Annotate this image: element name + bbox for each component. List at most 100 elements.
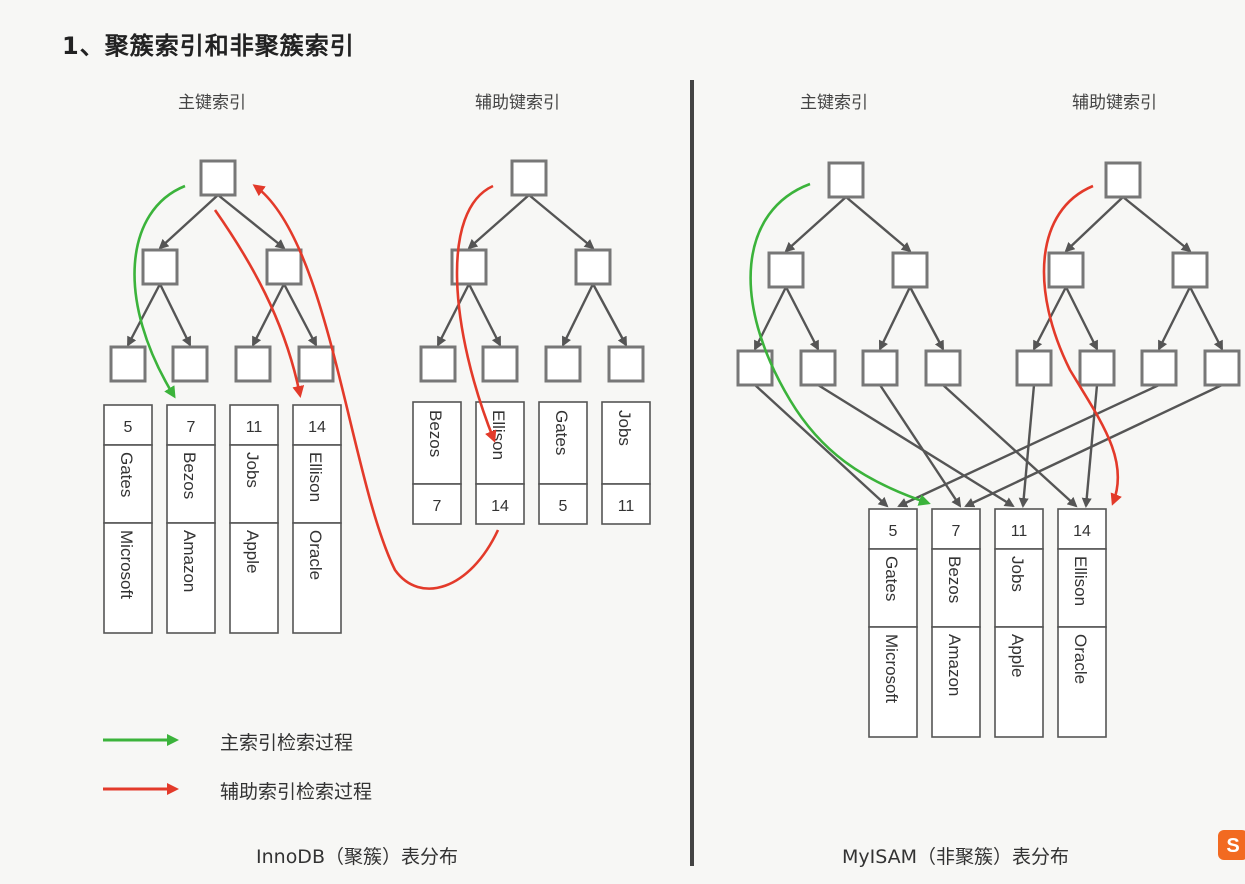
- innodb-secondary-leaf-node: [607, 345, 645, 383]
- innodb-secondary-records: Bezos 7 Ellison 14 Gates 5 Jobs 11: [412, 401, 651, 525]
- record-company: Oracle: [306, 530, 325, 580]
- innodb-primary-leaf-node: [234, 345, 272, 383]
- record-name: Ellison: [306, 452, 325, 502]
- legend-secondary-label: 辅助索引检索过程: [220, 781, 373, 803]
- myisam-primary-leaf-node: [861, 349, 899, 387]
- innodb-record-7: 7 Bezos Amazon: [166, 404, 216, 634]
- record-name: Jobs: [1008, 556, 1027, 592]
- record-name: Gates: [882, 556, 901, 601]
- myisam-records: 5 Gates Microsoft 7 Bezos Amazon 11 Jobs…: [868, 508, 1107, 738]
- innodb-secondary-edge-mid-leaf: [591, 283, 628, 347]
- myisam-record-pointer: [964, 383, 1223, 508]
- myisam-secondary-mid-node: [1171, 251, 1209, 289]
- innodb-primary-records: 5 Gates Microsoft 7 Bezos Amazon 11 Jobs…: [103, 404, 342, 634]
- innodb-secondary-root-node: [510, 159, 548, 197]
- record-company: Oracle: [1071, 634, 1090, 684]
- record-name: Gates: [552, 410, 571, 455]
- record-company: Microsoft: [882, 634, 901, 703]
- myisam-secondary-edge-root-mid: [1064, 196, 1124, 253]
- myisam-secondary-mid-node: [1047, 251, 1085, 289]
- myisam-secondary-leaf-node: [1140, 349, 1178, 387]
- myisam-record-5: 5 Gates Microsoft: [868, 508, 918, 738]
- svg-text:S: S: [1226, 835, 1239, 857]
- record-id: 5: [559, 498, 568, 515]
- innodb-record-14: 14 Ellison Oracle: [292, 404, 342, 634]
- myisam-secondary-edge-root-mid: [1122, 196, 1192, 253]
- innodb-record-5: 5 Gates Microsoft: [103, 404, 153, 634]
- record-company: Apple: [243, 530, 262, 573]
- myisam-secondary-edge-mid-leaf: [1188, 286, 1224, 351]
- innodb-primary-root-node: [199, 159, 237, 197]
- innodb-primary-mid-node: [265, 248, 303, 286]
- innodb-primary-edge-root-mid: [217, 194, 286, 250]
- myisam-primary-edge-root-mid: [784, 196, 847, 253]
- record-id: 5: [889, 523, 898, 540]
- page-heading: 1、聚簇索引和非聚簇索引: [62, 32, 355, 60]
- innodb-secondary-edge-root-mid: [467, 194, 530, 250]
- myisam-primary-edge-mid-leaf: [878, 286, 912, 351]
- record-company: Amazon: [180, 530, 199, 592]
- innodb-secondary-edge-mid-leaf: [561, 283, 595, 347]
- innodb-primary-index-label: 主键索引: [178, 93, 246, 113]
- innodb-secondary-leaf-node: [419, 345, 457, 383]
- record-name: Ellison: [489, 410, 508, 460]
- myisam-record-pointer: [878, 384, 962, 508]
- innodb-primary-edge-mid-leaf: [158, 283, 192, 347]
- record-name: Bezos: [180, 452, 199, 499]
- innodb-primary-edge-mid-leaf: [126, 283, 162, 347]
- innodb-primary-leaf-node: [171, 345, 209, 383]
- innodb-secondary-path-c: [455, 184, 497, 443]
- record-name: Jobs: [615, 410, 634, 446]
- innodb-secondary-edge-root-mid: [528, 194, 595, 250]
- myisam-primary-root-node: [827, 161, 865, 199]
- myisam-record-pointer: [817, 383, 1015, 508]
- myisam-secondary-leaf-node: [1203, 349, 1241, 387]
- innodb-secondary-mid-node: [574, 248, 612, 286]
- innodb-secondary-index-label: 辅助键索引: [475, 93, 560, 113]
- logo-mark: S: [1218, 830, 1245, 860]
- myisam-primary-leaf-node: [924, 349, 962, 387]
- record-name: Gates: [117, 452, 136, 497]
- myisam-record-pointer: [897, 383, 1160, 508]
- innodb-secondary-leaf-node: [544, 345, 582, 383]
- myisam-primary-index-label: 主键索引: [800, 93, 868, 113]
- record-id: 7: [433, 498, 442, 515]
- innodb-secondary-edge-mid-leaf: [436, 283, 471, 347]
- record-id: 14: [308, 419, 326, 436]
- innodb-primary-mid-node: [141, 248, 179, 286]
- myisam-record-14: 14 Ellison Oracle: [1057, 508, 1107, 738]
- record-id: 11: [246, 419, 263, 436]
- record-id: 14: [491, 498, 509, 515]
- record-id: 5: [124, 419, 133, 436]
- myisam-primary-path: [749, 182, 931, 506]
- record-name: Bezos: [426, 410, 445, 457]
- myisam-secondary-edge-mid-leaf: [1157, 286, 1192, 351]
- myisam-record-7: 7 Bezos Amazon: [931, 508, 981, 738]
- record-company: Amazon: [945, 634, 964, 696]
- myisam-record-pointer: [942, 384, 1078, 508]
- myisam-secondary-index-label: 辅助键索引: [1072, 93, 1157, 113]
- legend-primary-label: 主索引检索过程: [220, 732, 354, 754]
- myisam-record-11: 11 Jobs Apple: [994, 508, 1044, 738]
- innodb-caption: InnoDB（聚簇）表分布: [256, 846, 458, 868]
- myisam-primary-edge-mid-leaf: [908, 286, 945, 351]
- record-id: 7: [952, 523, 961, 540]
- innodb-record-11: 11 Jobs Apple: [229, 404, 279, 634]
- innodb-primary-edge-mid-leaf: [282, 283, 318, 347]
- record-name: Bezos: [945, 556, 964, 603]
- record-id: 7: [187, 419, 196, 436]
- secondary-record-gates: Gates 5: [538, 401, 588, 525]
- myisam-secondary-root-node: [1104, 161, 1142, 199]
- record-name: Ellison: [1071, 556, 1090, 606]
- record-id: 14: [1073, 523, 1091, 540]
- tree-nodes: [109, 159, 1241, 387]
- innodb-primary-leaf-node: [297, 345, 335, 383]
- innodb-primary-path: [133, 184, 186, 399]
- myisam-secondary-leaf-node: [1015, 349, 1053, 387]
- innodb-secondary-path-a: [213, 209, 305, 398]
- innodb-primary-edge-mid-leaf: [251, 283, 286, 347]
- myisam-primary-edge-root-mid: [845, 196, 912, 253]
- myisam-primary-mid-node: [891, 251, 929, 289]
- myisam-primary-edge-mid-leaf: [784, 286, 820, 351]
